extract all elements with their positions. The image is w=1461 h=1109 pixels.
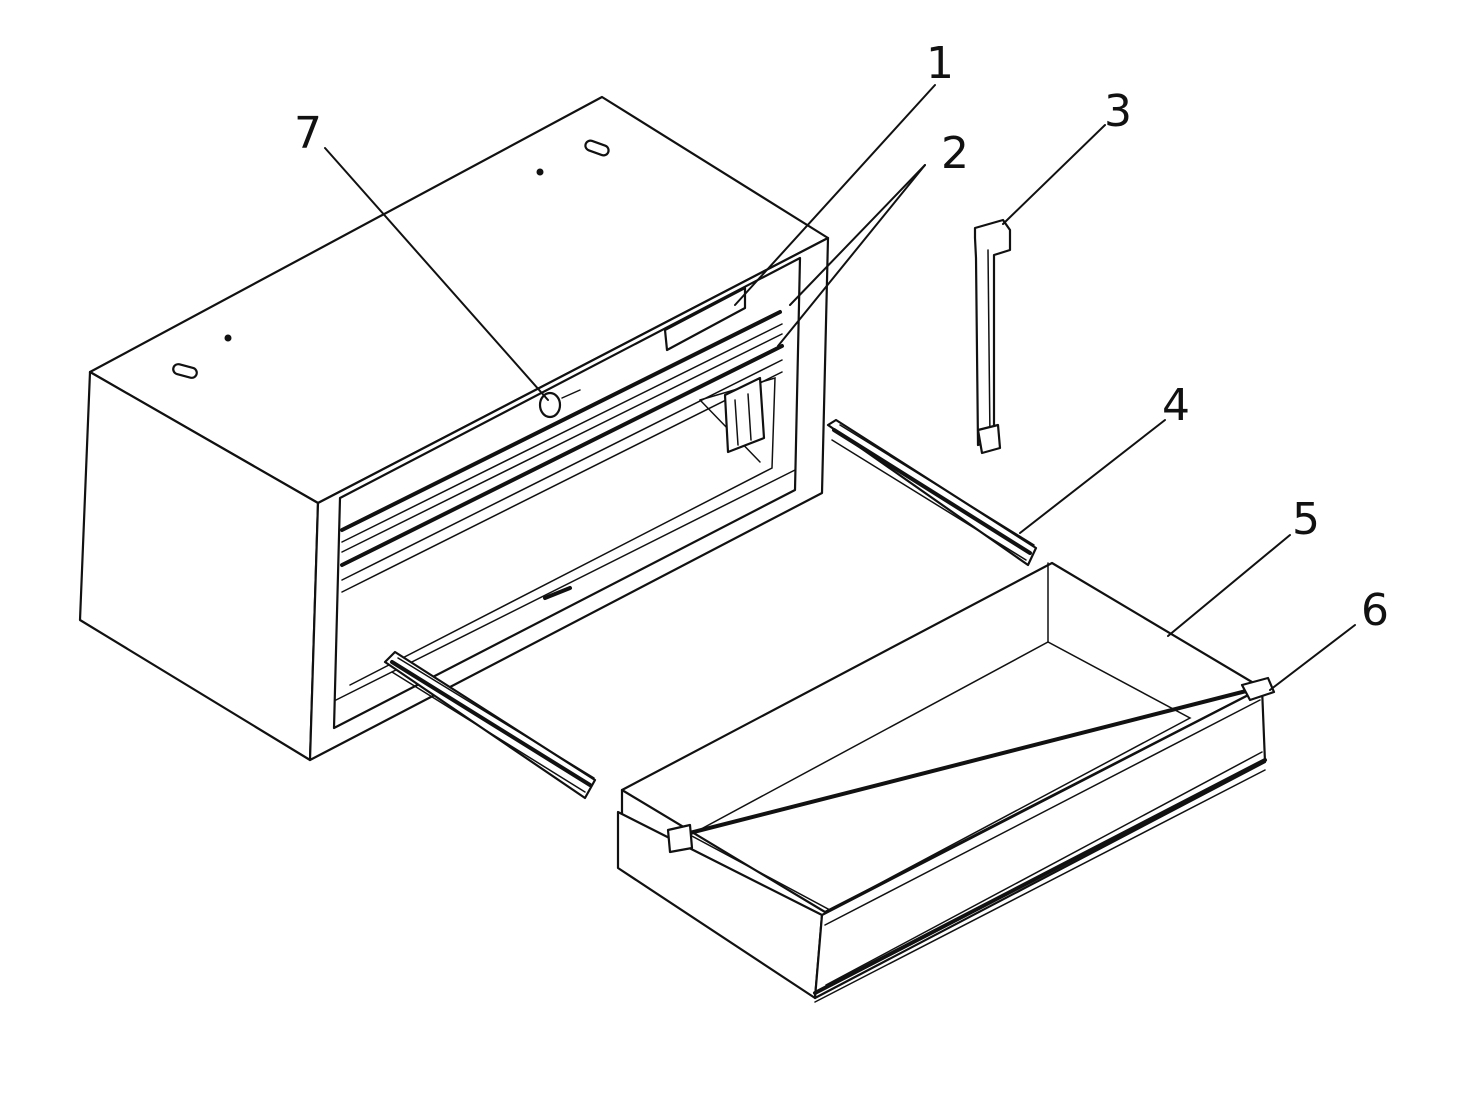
- drawer: [616, 561, 1276, 1003]
- callout-numbers: 1 2 3 4 5 6 7: [294, 38, 1389, 636]
- leader-lines: [324, 84, 1356, 691]
- cabinet-bottom-ledge: [335, 469, 796, 701]
- right-drawer-slide: [826, 418, 1038, 567]
- drawer-trim: [813, 751, 1267, 1003]
- callout-7: 7: [294, 108, 322, 159]
- leader-1: [734, 84, 936, 306]
- callout-1: 1: [926, 38, 954, 89]
- callout-4: 4: [1162, 380, 1190, 431]
- top-mounting-holes: [172, 139, 610, 379]
- leader-5: [1167, 534, 1291, 637]
- cabinet-opening: [332, 256, 802, 730]
- cabinet: [78, 95, 830, 762]
- drawer-floor: [688, 641, 1192, 911]
- leader-2a: [789, 164, 926, 306]
- cabinet-front-frame: [308, 236, 830, 762]
- upper-drawer-rails: [340, 310, 784, 593]
- callout-6: 6: [1361, 585, 1389, 636]
- leader-2b: [777, 164, 926, 347]
- callout-2: 2: [941, 128, 969, 179]
- callout-3: 3: [1104, 86, 1132, 137]
- leader-3: [1002, 124, 1106, 225]
- lock: [538, 389, 581, 419]
- left-drawer-slide: [383, 650, 597, 800]
- leader-4: [1019, 419, 1166, 534]
- rear-slide-bracket: [723, 376, 766, 454]
- leader-6: [1269, 624, 1356, 691]
- callout-5: 5: [1292, 494, 1320, 545]
- leader-7: [324, 147, 549, 401]
- support-bracket: [973, 218, 1012, 455]
- center-catch: [543, 586, 572, 600]
- label-plate: [663, 286, 747, 352]
